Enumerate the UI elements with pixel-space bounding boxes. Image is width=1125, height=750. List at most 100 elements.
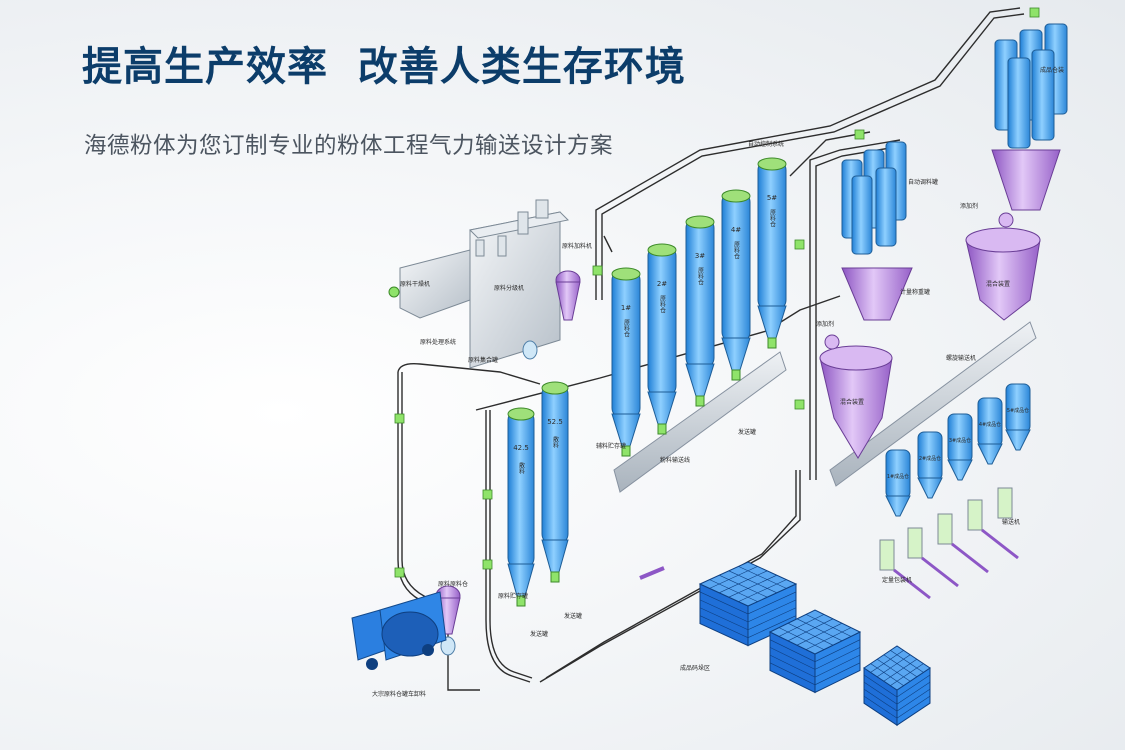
send-tank [522, 340, 538, 360]
silo: 5#原料仓 [757, 157, 787, 349]
packing-machine [997, 487, 1013, 519]
upper-silo [1007, 57, 1031, 149]
finished-silo: 2#成品仓 [917, 431, 943, 499]
silo-valve [731, 369, 741, 381]
pallet-top [863, 645, 931, 691]
silo-label: 42.5 [513, 444, 529, 452]
mixer-top [965, 227, 1041, 253]
pallet-stacks [698, 561, 931, 727]
pipeline [601, 13, 1025, 300]
silo-cone [685, 363, 715, 397]
truck-wheel [422, 644, 434, 656]
silo-label: 2# [657, 280, 667, 288]
conveyor-rails [613, 321, 1037, 493]
pallet-stack [863, 645, 931, 727]
silo-body [721, 191, 751, 343]
label-auto-system: 自动控制系统 [748, 140, 784, 148]
label-send-tank-3: 发送罐 [738, 428, 756, 436]
silo-name: 散料 [518, 461, 525, 475]
finished-silo-label: 5#成品仓 [1007, 407, 1029, 414]
silo-label: 52.5 [547, 418, 563, 426]
valves [394, 7, 1040, 578]
label-finished-area: 成品码垛区 [680, 664, 710, 672]
packing-lines [639, 487, 1019, 600]
valve [592, 265, 603, 276]
finished-silo-label: 4#成品仓 [979, 421, 1001, 428]
mid-silo [875, 167, 897, 247]
pallet-stack [698, 561, 798, 647]
label-screen-system: 螺旋输送机 [946, 354, 976, 362]
valve [394, 413, 405, 424]
pallet-top [768, 609, 862, 655]
silo-valve [695, 395, 705, 407]
packing-machine [937, 513, 953, 545]
raw-material-processing-unit [388, 199, 570, 369]
headline: 提高生产效率 改善人类生存环境 [82, 44, 686, 90]
label-weighing-tank: 计量称重罐 [900, 288, 930, 296]
conveyor-belt [951, 542, 989, 574]
pipeline [489, 410, 533, 679]
silo-body [611, 269, 641, 419]
silo-body [685, 217, 715, 369]
silo-cone [541, 539, 569, 573]
mid-silo [851, 175, 873, 255]
screw-conveyor [829, 321, 1037, 487]
pipeline [809, 139, 901, 480]
silo-cone [611, 413, 641, 447]
truck-wheel [366, 658, 378, 670]
pipeline [603, 235, 613, 253]
main-rail [613, 351, 787, 493]
upper-silo-cluster [819, 23, 1068, 459]
stack [497, 235, 507, 257]
stack [535, 199, 549, 219]
stack [475, 239, 485, 257]
additive-tank [998, 212, 1014, 228]
silo-label: 4# [731, 226, 741, 234]
label-material-shaker: 原料加料机 [562, 242, 592, 250]
silo-label: 3# [695, 252, 705, 260]
diagram-labels: 原料干燥机 原料分级机 原料处理系统 原料加料机 原料集合罐 原料原料仓 自动控… [372, 66, 1064, 698]
subheadline: 海德粉体为您订制专业的粉体工程气力输送设计方案 [84, 133, 614, 159]
label-small-bag: 成品仓装 [1040, 66, 1064, 74]
label-powder-transport: 粉料输送线 [660, 456, 690, 464]
stack [517, 211, 529, 235]
silo-name: 散料 [552, 435, 559, 449]
pallet-top [698, 561, 798, 607]
silo-label: 1# [621, 304, 631, 312]
bulk-truck [351, 591, 447, 670]
label-conveyor: 输送机 [1002, 518, 1020, 526]
silo-body [757, 159, 787, 311]
silo-filter-top [685, 215, 715, 229]
silo-name: 原料仓 [769, 209, 776, 227]
finished-silo-cone [977, 443, 1003, 465]
conveyor-belt [921, 556, 959, 588]
silo-body [507, 409, 535, 569]
label-add-agent-a: 添加剂 [816, 320, 834, 328]
upper-silo [1031, 49, 1055, 141]
label-dryer: 原料干燥机 [400, 280, 430, 288]
packing-machine [907, 527, 923, 559]
label-truck-unload: 大宗原料仓罐车卸料 [372, 690, 426, 698]
truck-tank [381, 611, 439, 657]
silo-name: 原料仓 [733, 241, 740, 259]
silo-name: 原料仓 [623, 319, 630, 337]
pipeline [595, 7, 1021, 300]
silo-valve [767, 337, 777, 349]
valve [1029, 7, 1040, 18]
valve [482, 489, 493, 500]
label-send-tank-1: 发送罐 [530, 630, 548, 638]
send-tank [440, 636, 456, 656]
finished-silo: 5#成品仓 [1005, 383, 1031, 451]
label-raw-storage-tank: 原料贮存罐 [498, 592, 528, 600]
silo-valve [516, 595, 526, 607]
mixer-top [819, 345, 893, 371]
weighing-hopper [991, 149, 1061, 211]
silo-filter-top [507, 407, 535, 421]
valve [394, 567, 405, 578]
additive-tank [824, 334, 840, 350]
silo-valve [550, 571, 560, 583]
